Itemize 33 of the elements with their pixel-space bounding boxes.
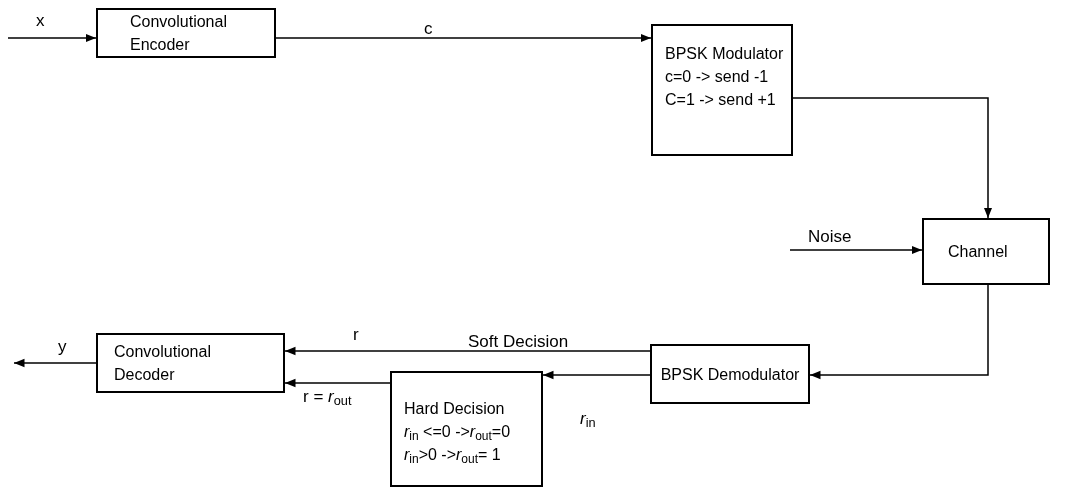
process-box xyxy=(96,8,276,58)
edge-label: Noise xyxy=(808,226,852,248)
arrow xyxy=(792,97,993,219)
arrow xyxy=(789,245,923,255)
box-text: c=0 -> send -1 xyxy=(665,67,769,87)
process-box xyxy=(96,333,285,393)
arrow xyxy=(7,33,97,43)
box-title: BPSK Demodulator xyxy=(660,364,800,385)
box-title: Convolutional Encoder xyxy=(130,12,228,55)
box-title: Convolutional Decoder xyxy=(114,342,212,385)
edge-label: y xyxy=(58,336,67,358)
arrow xyxy=(284,378,391,388)
edge-label: r$_{in}$ xyxy=(580,408,596,430)
process-box xyxy=(922,218,1050,285)
process-box xyxy=(650,344,810,404)
arrow xyxy=(275,33,652,43)
arrow xyxy=(809,284,989,380)
edge-label: c xyxy=(424,18,433,40)
signal-label: r xyxy=(353,324,359,346)
box-text: r$_{in}$>0 ->r$_{out}$= 1 xyxy=(404,445,501,466)
box-text: r$_{in}$ <=0 ->r$_{out}$=0 xyxy=(404,422,511,443)
arrow xyxy=(542,370,651,380)
arrow xyxy=(13,358,97,368)
edge-label: x xyxy=(36,10,45,32)
box-title: BPSK Modulator xyxy=(665,44,784,64)
edge-label: r = r$_{out}$ xyxy=(303,386,352,408)
box-title: Channel xyxy=(948,242,1008,262)
arrow xyxy=(284,346,651,356)
edge-label: Soft Decision xyxy=(468,331,569,353)
process-box xyxy=(651,24,793,156)
process-box xyxy=(390,371,543,487)
box-text: C=1 -> send +1 xyxy=(665,90,776,110)
box-title: Hard Decision xyxy=(404,399,505,419)
